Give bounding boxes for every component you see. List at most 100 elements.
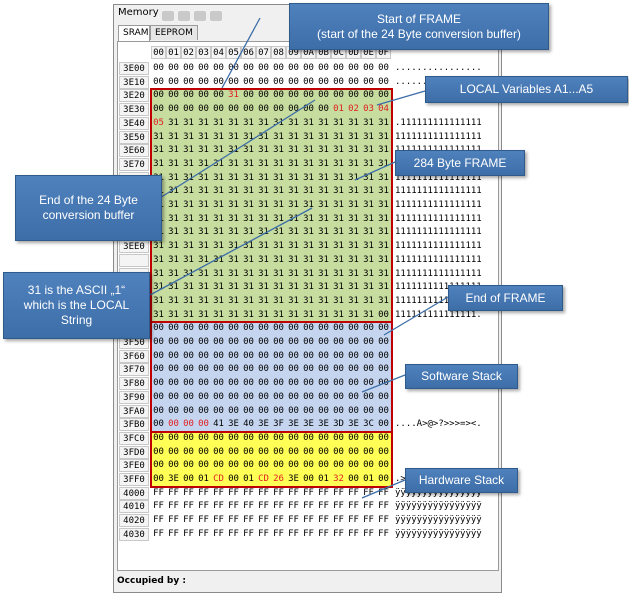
hex-cell[interactable]: 31	[333, 117, 344, 128]
hex-cell[interactable]: FF	[168, 501, 179, 512]
hex-cell[interactable]: 31	[258, 200, 269, 210]
hex-cell[interactable]: 31	[288, 268, 299, 279]
hex-cell[interactable]: FF	[333, 501, 344, 512]
hex-cell[interactable]: 31	[258, 309, 269, 320]
hex-cell[interactable]: 31	[183, 241, 194, 252]
hex-cell[interactable]: 31	[228, 186, 239, 197]
hex-cell[interactable]: 31	[213, 131, 224, 142]
hex-cell[interactable]: 00	[363, 63, 374, 73]
hex-cell[interactable]: 00	[348, 432, 359, 443]
hex-cell[interactable]: 00	[153, 446, 164, 457]
hex-cell[interactable]: 31	[363, 241, 374, 252]
hex-cell[interactable]: 00	[318, 378, 329, 389]
hex-cell[interactable]: 00	[303, 364, 314, 375]
hex-cell[interactable]: 31	[303, 241, 314, 252]
hex-cell[interactable]: 00	[378, 323, 389, 334]
hex-cell[interactable]: 31	[213, 268, 224, 279]
hex-cell[interactable]: 31	[228, 309, 239, 320]
hex-cell[interactable]: 00	[153, 76, 164, 87]
hex-cell[interactable]: 00	[258, 446, 269, 457]
hex-cell[interactable]: 00	[333, 432, 344, 443]
hex-cell[interactable]: 31	[258, 227, 269, 238]
hex-cell[interactable]: 31	[213, 213, 224, 224]
hex-cell[interactable]: 00	[213, 90, 224, 101]
hex-cell[interactable]: 31	[378, 282, 389, 293]
hex-cell[interactable]: 00	[228, 391, 239, 402]
hex-cell[interactable]: 00	[363, 391, 374, 402]
hex-cell[interactable]: FF	[213, 487, 224, 498]
hex-cell[interactable]: 00	[333, 337, 344, 347]
hex-cell[interactable]: 31	[288, 131, 299, 142]
hex-cell[interactable]: 00	[273, 460, 284, 471]
hex-cell[interactable]: 00	[258, 364, 269, 375]
hex-cell[interactable]: FF	[333, 515, 344, 526]
hex-cell[interactable]: 31	[318, 172, 329, 183]
hex-cell[interactable]: FF	[258, 487, 269, 498]
hex-cell[interactable]: 00	[318, 364, 329, 375]
hex-cell[interactable]: 00	[348, 460, 359, 471]
hex-cell[interactable]: FF	[363, 487, 374, 498]
hex-cell[interactable]: 31	[183, 186, 194, 197]
hex-cell[interactable]: 00	[183, 405, 194, 416]
hex-cell[interactable]: 31	[363, 145, 374, 156]
hex-cell[interactable]: FF	[303, 501, 314, 512]
hex-cell[interactable]: 00	[363, 446, 374, 457]
hex-cell[interactable]: 3E	[348, 419, 359, 430]
hex-cell[interactable]: 00	[213, 446, 224, 457]
hex-cell[interactable]: 31	[318, 131, 329, 142]
hex-cell[interactable]: FF	[183, 487, 194, 498]
hex-cell[interactable]: 31	[378, 117, 389, 128]
hex-cell[interactable]: 00	[228, 104, 239, 115]
hex-cell[interactable]: 31	[303, 172, 314, 183]
hex-cell[interactable]: 31	[168, 186, 179, 197]
hex-cell[interactable]: FF	[153, 515, 164, 526]
hex-cell[interactable]: 00	[258, 405, 269, 416]
hex-cell[interactable]: 31	[363, 172, 374, 183]
hex-cell[interactable]: 31	[243, 241, 254, 252]
hex-cell[interactable]: 00	[378, 446, 389, 457]
hex-cell[interactable]: 31	[318, 295, 329, 306]
hex-cell[interactable]: FF	[378, 501, 389, 512]
hex-cell[interactable]: 00	[258, 432, 269, 443]
hex-cell[interactable]: FF	[168, 487, 179, 498]
hex-cell[interactable]: 3E	[228, 419, 239, 430]
hex-cell[interactable]: 31	[318, 158, 329, 169]
hex-cell[interactable]: 00	[378, 350, 389, 361]
hex-cell[interactable]: 00	[168, 460, 179, 471]
hex-cell[interactable]: 31	[318, 227, 329, 238]
hex-cell[interactable]: 00	[228, 350, 239, 361]
hex-cell[interactable]: FF	[168, 528, 179, 539]
hex-cell[interactable]: 00	[318, 104, 329, 115]
hex-cell[interactable]: 00	[183, 350, 194, 361]
hex-cell[interactable]: 00	[198, 350, 209, 361]
hex-cell[interactable]: 00	[318, 460, 329, 471]
hex-cell[interactable]: 00	[213, 391, 224, 402]
hex-cell[interactable]: 00	[198, 432, 209, 443]
hex-cell[interactable]: 31	[228, 227, 239, 238]
hex-cell[interactable]: 00	[363, 460, 374, 471]
hex-cell[interactable]: 05	[153, 117, 164, 128]
hex-cell[interactable]: 00	[213, 63, 224, 73]
hex-cell[interactable]: 00	[348, 76, 359, 87]
hex-cell[interactable]: 00	[213, 323, 224, 334]
hex-cell[interactable]: 00	[288, 323, 299, 334]
hex-cell[interactable]: 31	[303, 213, 314, 224]
hex-cell[interactable]: FF	[288, 501, 299, 512]
hex-cell[interactable]: 31	[168, 131, 179, 142]
hex-cell[interactable]: 31	[258, 282, 269, 293]
hex-cell[interactable]: 00	[363, 378, 374, 389]
hex-cell[interactable]: 31	[273, 186, 284, 197]
hex-cell[interactable]: 31	[168, 158, 179, 169]
hex-cell[interactable]: 02	[348, 104, 359, 115]
hex-cell[interactable]: 00	[288, 460, 299, 471]
hex-cell[interactable]: 00	[378, 460, 389, 471]
hex-cell[interactable]: 31	[348, 282, 359, 293]
hex-cell[interactable]: 31	[348, 295, 359, 306]
hex-cell[interactable]: 00	[243, 432, 254, 443]
hex-cell[interactable]: 00	[348, 337, 359, 347]
hex-cell[interactable]: 00	[348, 323, 359, 334]
hex-cell[interactable]: 31	[348, 254, 359, 265]
hex-cell[interactable]: 31	[348, 213, 359, 224]
hex-cell[interactable]: 3E	[303, 419, 314, 430]
tab-eeprom[interactable]: EEPROM	[150, 25, 198, 40]
